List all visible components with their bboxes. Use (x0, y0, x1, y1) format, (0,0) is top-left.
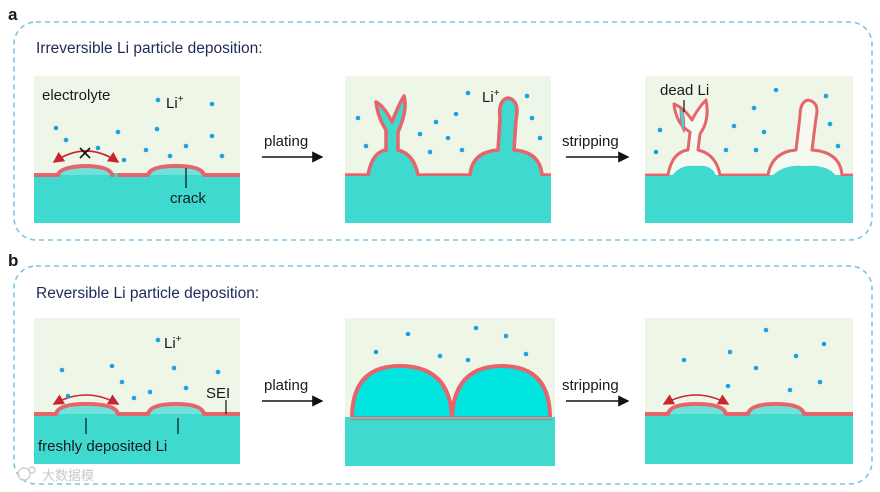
label-electrolyte: electrolyte (42, 87, 110, 104)
panel-b1: SEI freshly deposited Li Li+ (34, 318, 240, 464)
label-plating-b: plating (264, 377, 308, 394)
dendrite-left (345, 94, 551, 177)
panel-a1: crack electrolyte Li+ (34, 76, 240, 223)
li-ions (681, 327, 827, 393)
panel-a3: dead Li (645, 76, 853, 223)
label-li-ion-a2: Li+ (482, 88, 500, 106)
cross-mark-icon (79, 147, 91, 159)
stripping-arrow-b: stripping (562, 377, 630, 407)
li-ions (59, 337, 221, 401)
label-stripping-b: stripping (562, 377, 619, 394)
panel-letter-b: b (8, 251, 18, 270)
label-stripping-a: stripping (562, 133, 619, 150)
dead-li-shell-left (645, 98, 853, 177)
label-crack: crack (170, 190, 206, 207)
sei-layer (34, 402, 240, 416)
panel-a2: Li+ (345, 76, 551, 223)
sei-layer (645, 402, 853, 416)
li-ions (373, 325, 529, 363)
sei-layer (34, 164, 240, 177)
label-dead-li: dead Li (660, 82, 709, 99)
label-li-ion-b1: Li+ (164, 334, 182, 352)
li-ions (653, 87, 841, 155)
label-freshly-deposited-li: freshly deposited Li (38, 438, 167, 455)
section-b-frame (13, 265, 873, 485)
panel-letter-a: a (8, 5, 18, 24)
panel-b2 (345, 318, 555, 466)
dead-li-chunk (679, 107, 685, 134)
watermark: 大数据模 (42, 468, 94, 483)
plating-arrow-b: plating (262, 377, 324, 407)
section-a-frame (13, 21, 873, 241)
red-double-arrow (662, 394, 730, 405)
section-b-title: Reversible Li particle deposition: (36, 285, 259, 302)
section-a-title: Irreversible Li particle deposition: (36, 40, 263, 57)
red-double-arrow (52, 394, 120, 405)
label-plating-a: plating (264, 133, 308, 150)
plating-arrow-a: plating (262, 133, 324, 163)
li-ions (355, 90, 543, 155)
li-ions (53, 97, 225, 163)
label-sei: SEI (206, 385, 230, 402)
panel-b3 (645, 318, 853, 464)
label-li-ion: Li+ (166, 94, 184, 112)
stripping-arrow-a: stripping (562, 133, 630, 163)
watermark-logo-icon (17, 466, 36, 481)
